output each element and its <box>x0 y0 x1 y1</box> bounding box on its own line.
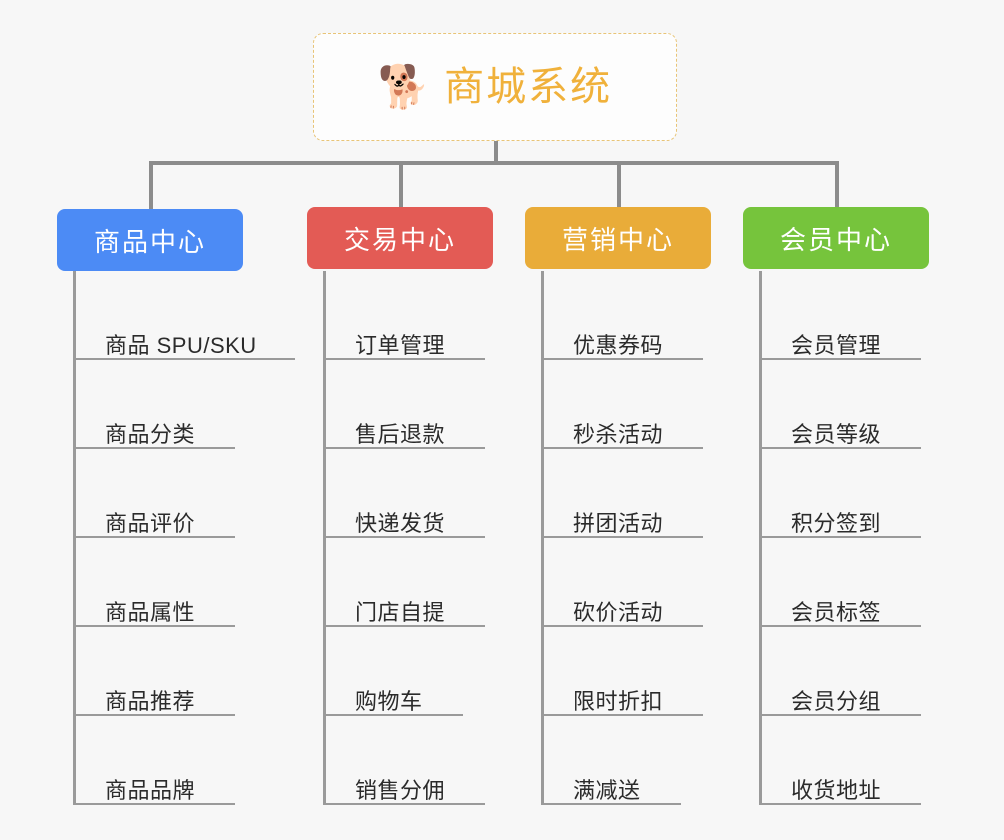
category-label: 会员中心 <box>779 224 892 255</box>
leaf-item-label: 门店自提 <box>355 599 446 625</box>
leaf-item[interactable]: 商品分类 <box>73 360 235 449</box>
leaf-item-label: 订单管理 <box>355 332 446 358</box>
leaf-item[interactable]: 购物车 <box>323 627 463 716</box>
leaf-item[interactable]: 商品推荐 <box>73 627 235 716</box>
leaf-spine <box>541 271 544 805</box>
leaf-item[interactable]: 优惠券码 <box>541 271 703 360</box>
leaf-spine <box>759 271 762 805</box>
leaf-item-label: 限时折扣 <box>573 688 664 714</box>
category-box-member-center[interactable]: 会员中心 <box>743 207 929 269</box>
leaf-item[interactable]: 会员管理 <box>759 271 921 360</box>
leaf-item[interactable]: 会员标签 <box>759 538 921 627</box>
leaf-item-label: 拼团活动 <box>573 510 664 536</box>
leaf-item-label: 购物车 <box>355 688 423 714</box>
leaf-item-label: 快递发货 <box>355 510 446 536</box>
leaf-item[interactable]: 会员分组 <box>759 627 921 716</box>
leaf-item[interactable]: 会员等级 <box>759 360 921 449</box>
root-node-mall-system[interactable]: 🐕 商城系统 <box>313 33 677 141</box>
leaf-item[interactable]: 限时折扣 <box>541 627 703 716</box>
leaf-item-label: 会员标签 <box>791 599 882 625</box>
leaf-item[interactable]: 收货地址 <box>759 716 921 805</box>
leaf-item[interactable]: 秒杀活动 <box>541 360 703 449</box>
connector-drop-2 <box>399 161 403 209</box>
leaf-item[interactable]: 拼团活动 <box>541 449 703 538</box>
leaf-item-label: 商品分类 <box>105 421 196 447</box>
leaf-item[interactable]: 满减送 <box>541 716 681 805</box>
leaf-item-label: 商品属性 <box>105 599 196 625</box>
category-box-marketing-center[interactable]: 营销中心 <box>525 207 711 269</box>
category-label: 交易中心 <box>343 224 456 255</box>
leaf-item[interactable]: 销售分佣 <box>323 716 485 805</box>
leaf-item-label: 会员分组 <box>791 688 882 714</box>
category-label: 营销中心 <box>561 224 674 255</box>
leaf-item[interactable]: 砍价活动 <box>541 538 703 627</box>
leaf-item-label: 满减送 <box>573 777 641 803</box>
connector-root-stem <box>494 141 498 165</box>
leaf-item-label: 砍价活动 <box>573 599 664 625</box>
leaf-item[interactable]: 快递发货 <box>323 449 485 538</box>
leaf-spine <box>73 271 76 805</box>
leaf-item-label: 销售分佣 <box>355 777 446 803</box>
leaf-item-label: 收货地址 <box>791 777 882 803</box>
leaf-item[interactable]: 积分签到 <box>759 449 921 538</box>
leaf-item-label: 会员等级 <box>791 421 882 447</box>
leaf-item-label: 优惠券码 <box>573 332 664 358</box>
leaf-spine <box>323 271 326 805</box>
leaf-item[interactable]: 商品 SPU/SKU <box>73 271 295 360</box>
root-node-title: 商城系统 <box>444 65 613 109</box>
category-box-trade-center[interactable]: 交易中心 <box>307 207 493 269</box>
leaf-item-label: 商品品牌 <box>105 777 196 803</box>
leaf-item-label: 商品 SPU/SKU <box>105 332 257 358</box>
category-box-product-center[interactable]: 商品中心 <box>57 209 243 271</box>
leaf-item[interactable]: 商品品牌 <box>73 716 235 805</box>
connector-drop-1 <box>149 161 153 209</box>
leaf-item[interactable]: 门店自提 <box>323 538 485 627</box>
leaf-item[interactable]: 订单管理 <box>323 271 485 360</box>
leaf-item-label: 售后退款 <box>355 421 446 447</box>
leaf-item-label: 秒杀活动 <box>573 421 664 447</box>
leaf-item-label: 会员管理 <box>791 332 882 358</box>
connector-drop-4 <box>835 161 839 209</box>
leaf-item-label: 商品推荐 <box>105 688 196 714</box>
leaf-item[interactable]: 商品属性 <box>73 538 235 627</box>
leaf-item[interactable]: 商品评价 <box>73 449 235 538</box>
category-label: 商品中心 <box>93 226 206 257</box>
leaf-item[interactable]: 售后退款 <box>323 360 485 449</box>
connector-drop-3 <box>617 161 621 209</box>
leaf-item-label: 积分签到 <box>791 510 882 536</box>
shiba-dog-face-icon: 🐕 <box>377 63 431 110</box>
connector-horizontal-bus <box>149 161 839 165</box>
leaf-item-label: 商品评价 <box>105 510 196 536</box>
